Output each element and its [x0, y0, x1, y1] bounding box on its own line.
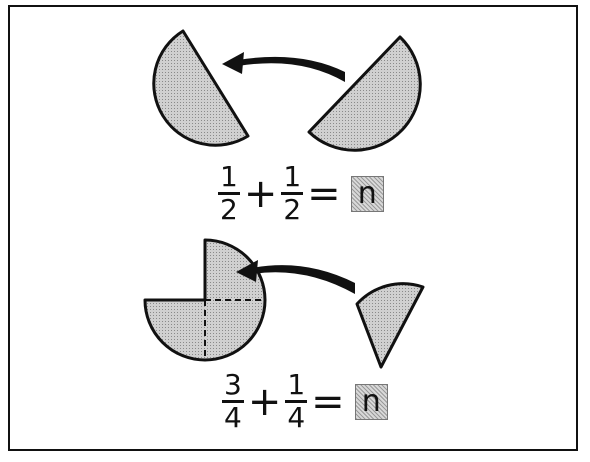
unknown-n: n — [351, 176, 384, 212]
equation-2: 3 4 + 1 4 = n — [222, 370, 388, 433]
fraction-1a: 1 2 — [218, 162, 240, 225]
quarter-wedge — [357, 284, 423, 367]
unknown-n: n — [355, 384, 388, 420]
numerator: 1 — [285, 370, 307, 400]
fraction-1b: 1 2 — [281, 162, 303, 225]
fraction-2a: 3 4 — [222, 370, 244, 433]
plus-sign: + — [248, 382, 282, 422]
half-circle-left — [154, 31, 248, 145]
fraction-2b: 1 4 — [285, 370, 307, 433]
denominator: 2 — [281, 195, 303, 225]
denominator: 2 — [218, 195, 240, 225]
equals-sign: = — [311, 382, 345, 422]
three-quarter-circle — [145, 240, 265, 360]
equals-sign: = — [307, 174, 341, 214]
plus-sign: + — [244, 174, 278, 214]
numerator: 3 — [222, 370, 244, 400]
equation-1: 1 2 + 1 2 = n — [218, 162, 384, 225]
denominator: 4 — [285, 403, 307, 433]
denominator: 4 — [222, 403, 244, 433]
numerator: 1 — [281, 162, 303, 192]
numerator: 1 — [218, 162, 240, 192]
half-circle-right — [309, 37, 420, 150]
move-arrow-top — [222, 52, 345, 82]
